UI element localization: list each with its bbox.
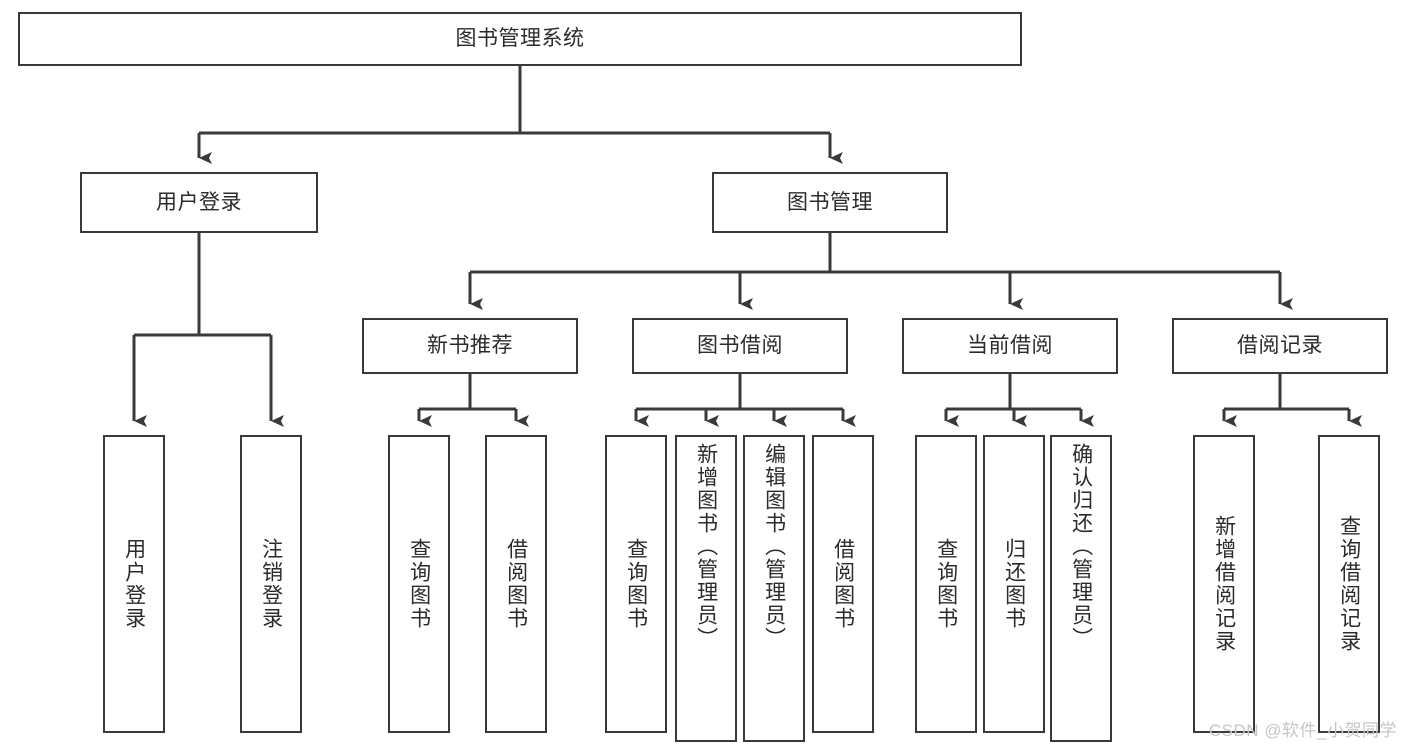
- node-root[interactable]: 图书管理系统: [18, 12, 1022, 66]
- node-leaf-add-book-admin-label: 新增图书（管理员）: [694, 443, 718, 650]
- node-leaf-query-book-2[interactable]: 查询图书: [605, 435, 667, 733]
- node-new-book-recommend[interactable]: 新书推荐: [362, 318, 578, 374]
- node-leaf-query-book-3[interactable]: 查询图书: [915, 435, 977, 733]
- node-leaf-add-borrow-record-label: 新增借阅记录: [1212, 515, 1236, 653]
- node-leaf-borrow-book-2-label: 借阅图书: [831, 538, 855, 630]
- node-leaf-logout-login[interactable]: 注销登录: [240, 435, 302, 733]
- node-leaf-query-borrow-record-label: 查询借阅记录: [1337, 515, 1361, 653]
- node-book-borrow[interactable]: 图书借阅: [632, 318, 848, 374]
- node-leaf-query-borrow-record[interactable]: 查询借阅记录: [1318, 435, 1380, 733]
- node-book-borrow-label: 图书借阅: [697, 334, 783, 358]
- node-leaf-query-book-1-label: 查询图书: [407, 538, 431, 630]
- node-book-management-label: 图书管理: [787, 190, 873, 214]
- node-leaf-return-book[interactable]: 归还图书: [983, 435, 1045, 733]
- node-book-management[interactable]: 图书管理: [712, 172, 948, 233]
- node-root-label: 图书管理系统: [455, 27, 585, 51]
- node-leaf-user-login-label: 用户登录: [122, 538, 146, 630]
- node-leaf-query-book-2-label: 查询图书: [624, 538, 648, 630]
- node-leaf-add-book-admin[interactable]: 新增图书（管理员）: [675, 435, 737, 742]
- node-leaf-borrow-book-2[interactable]: 借阅图书: [812, 435, 874, 733]
- node-borrow-record[interactable]: 借阅记录: [1172, 318, 1388, 374]
- node-leaf-user-login[interactable]: 用户登录: [103, 435, 165, 733]
- node-leaf-return-book-label: 归还图书: [1002, 538, 1026, 630]
- csdn-watermark: CSDN @软件_小贺同学: [1208, 721, 1397, 740]
- node-leaf-edit-book-admin[interactable]: 编辑图书（管理员）: [743, 435, 805, 742]
- node-new-book-recommend-label: 新书推荐: [427, 334, 513, 358]
- node-current-borrow[interactable]: 当前借阅: [902, 318, 1118, 374]
- node-leaf-confirm-return-admin-label: 确认归还（管理员）: [1069, 443, 1093, 650]
- node-leaf-borrow-book-1-label: 借阅图书: [504, 538, 528, 630]
- node-user-login[interactable]: 用户登录: [80, 172, 318, 233]
- node-leaf-confirm-return-admin[interactable]: 确认归还（管理员）: [1050, 435, 1112, 742]
- node-leaf-edit-book-admin-label: 编辑图书（管理员）: [762, 443, 786, 650]
- node-leaf-add-borrow-record[interactable]: 新增借阅记录: [1193, 435, 1255, 733]
- node-user-login-label: 用户登录: [156, 190, 242, 214]
- node-leaf-query-book-3-label: 查询图书: [934, 538, 958, 630]
- node-current-borrow-label: 当前借阅: [967, 334, 1053, 358]
- node-leaf-query-book-1[interactable]: 查询图书: [388, 435, 450, 733]
- node-borrow-record-label: 借阅记录: [1237, 334, 1323, 358]
- node-leaf-logout-login-label: 注销登录: [259, 538, 283, 630]
- node-leaf-borrow-book-1[interactable]: 借阅图书: [485, 435, 547, 733]
